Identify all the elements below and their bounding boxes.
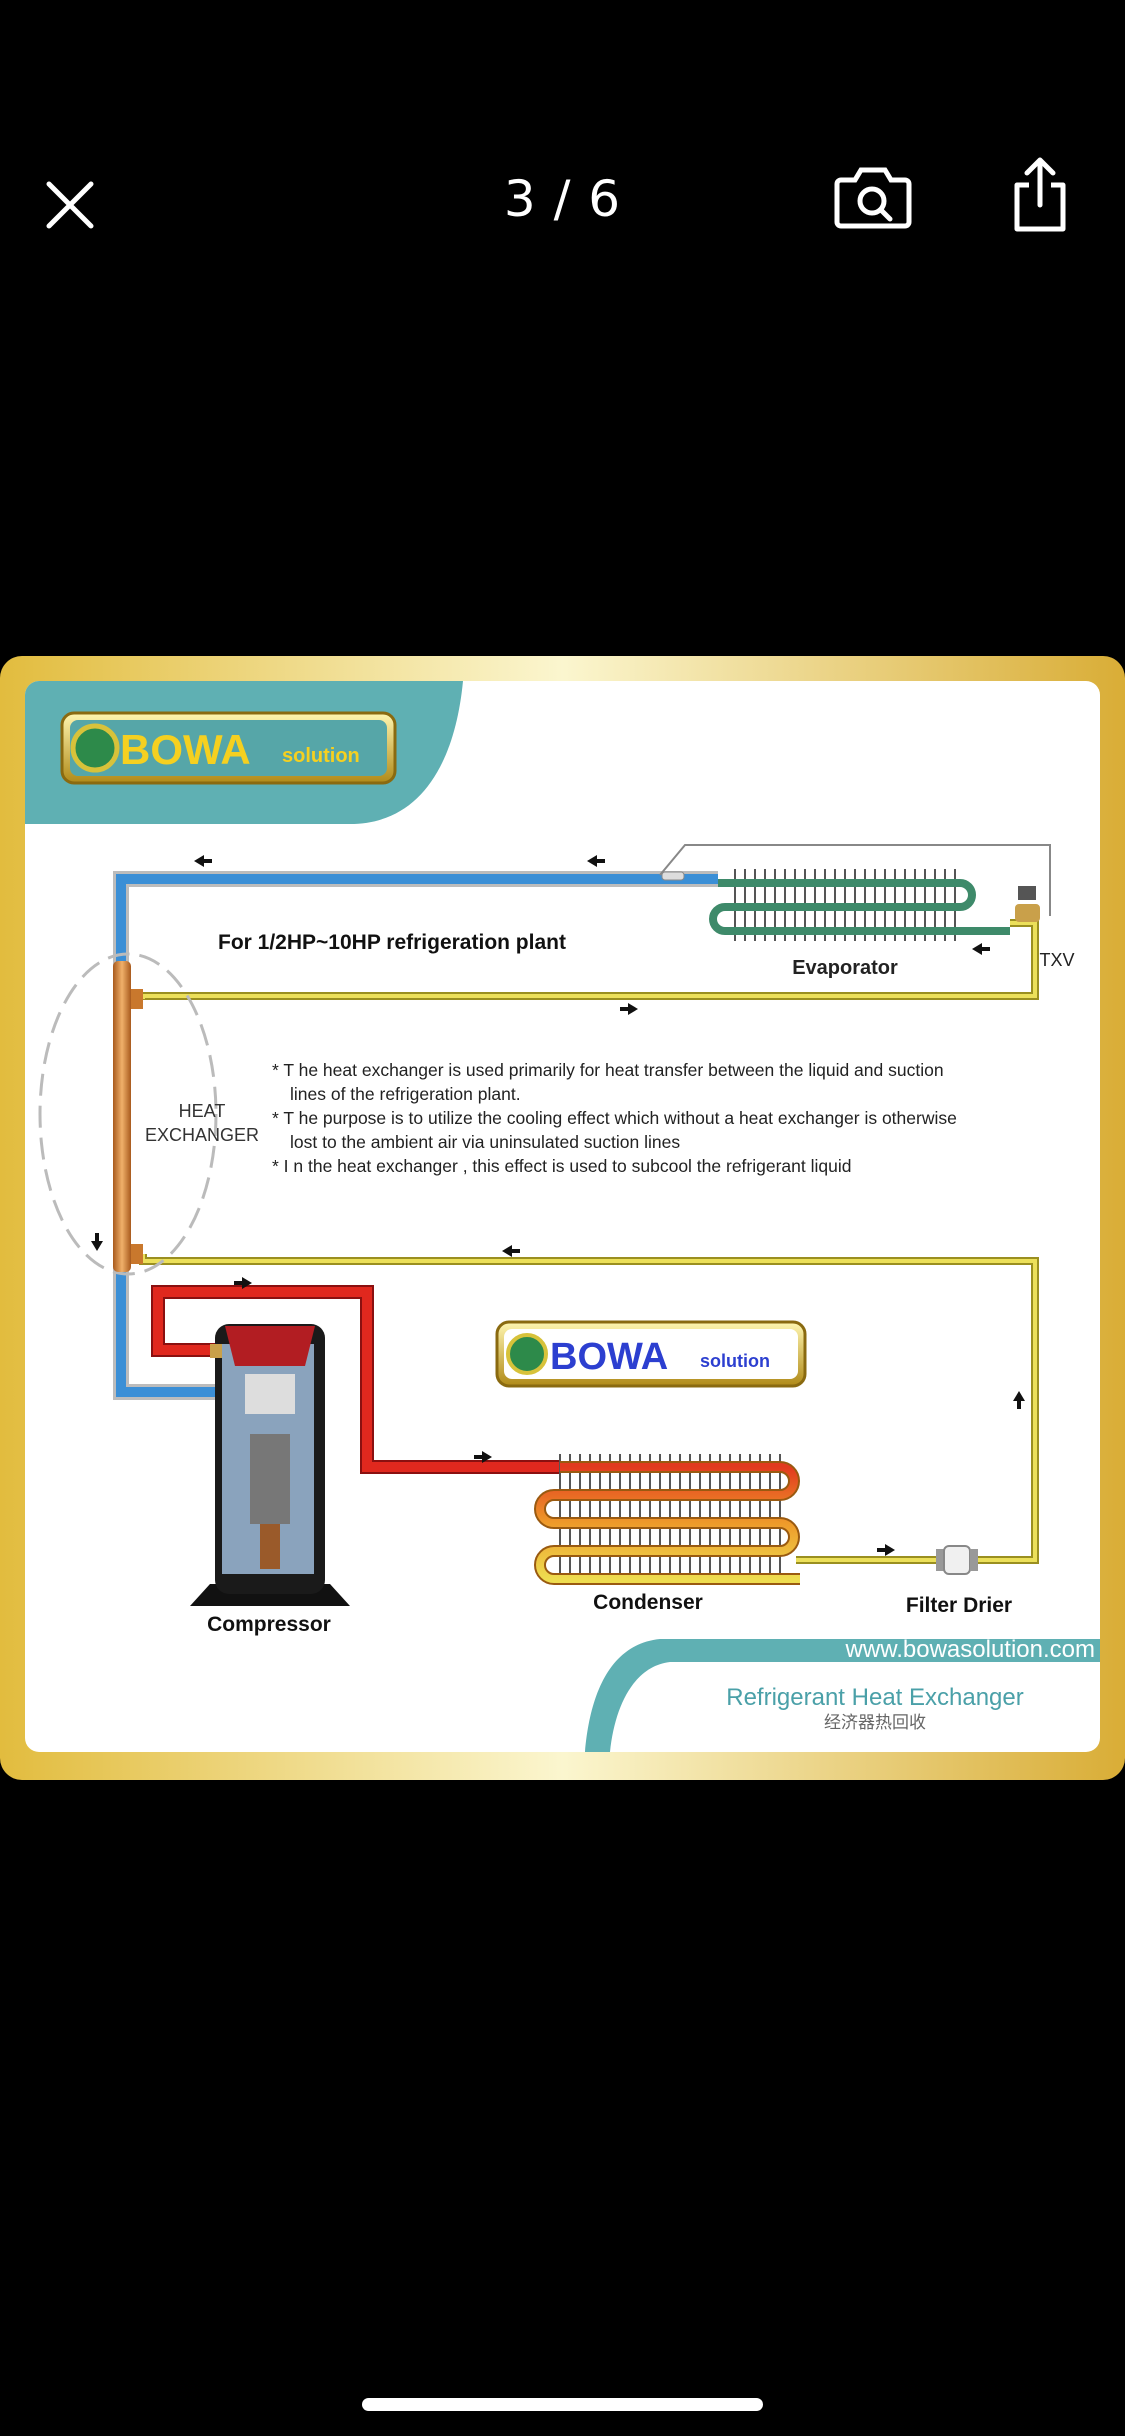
heat-exchanger	[113, 961, 131, 1272]
footer-title: Refrigerant Heat Exchanger	[726, 1684, 1024, 1711]
svg-text:* I n the heat exchanger ,: * I n the heat exchanger , this effect i…	[272, 1156, 851, 1176]
arrow-left-icon	[502, 1245, 520, 1257]
arrow-left-icon	[972, 943, 990, 955]
condenser	[534, 1454, 800, 1585]
flow-arrow-icons	[91, 855, 1025, 1556]
evaporator-label: Evaporator	[792, 957, 898, 979]
svg-text:lines of the refrigeration pla: lines of the refrigeration plant.	[290, 1084, 521, 1104]
heat-exchanger-label-2: EXCHANGER	[145, 1125, 259, 1145]
filter-drier-label: Filter Drier	[906, 1594, 1012, 1617]
bowa-logo-middle: BOWA solution	[495, 1320, 807, 1388]
svg-text:* T he heat exchanger is used: * T he heat exchanger is used primarily …	[272, 1060, 944, 1080]
svg-text:solution: solution	[282, 745, 360, 767]
home-indicator[interactable]	[362, 2398, 763, 2411]
refrigeration-diagram-photo[interactable]: BOWA solution Evaporator TXV For 1/2HP~1…	[0, 654, 1125, 1780]
svg-text:BOWA: BOWA	[120, 726, 251, 773]
heat-exchanger-label-1: HEAT	[179, 1101, 226, 1121]
share-button[interactable]	[1005, 155, 1075, 235]
camera-icon	[834, 167, 912, 229]
evaporator	[659, 844, 1051, 941]
arrow-right-icon	[877, 1544, 895, 1556]
notes: * T he heat exchanger is used primarily …	[272, 1060, 957, 1176]
heat-exchanger-highlight	[38, 952, 218, 1276]
svg-text:* T he purpose is to utilize t: * T he purpose is to utilize the cooling…	[272, 1108, 957, 1128]
close-icon	[46, 181, 94, 229]
filter-drier	[936, 1545, 978, 1575]
svg-text:BOWA: BOWA	[550, 1336, 668, 1378]
close-button[interactable]	[40, 175, 100, 235]
arrow-down-icon	[91, 1233, 103, 1251]
compressor-label: Compressor	[207, 1613, 331, 1636]
footer-subtitle: 经济器热回收	[824, 1713, 926, 1732]
arrow-right-icon	[620, 1003, 638, 1015]
arrow-up-icon	[1013, 1391, 1025, 1409]
compressor	[190, 1324, 350, 1606]
svg-text:lost to the ambient air via un: lost to the ambient air via uninsulated …	[290, 1132, 680, 1152]
logo-emblem-icon	[506, 1333, 548, 1375]
arrow-left-icon	[587, 855, 605, 867]
svg-text:solution: solution	[700, 1351, 770, 1371]
headline: For 1/2HP~10HP refrigeration plant	[218, 931, 566, 954]
txv-label: TXV	[1039, 950, 1074, 970]
visual-lookup-button[interactable]	[830, 160, 916, 236]
arrow-right-icon	[234, 1277, 252, 1289]
arrow-left-icon	[194, 855, 212, 867]
arrow-right-icon	[474, 1451, 492, 1463]
share-icon	[1014, 157, 1066, 232]
bowa-logo-top: BOWA solution	[60, 711, 397, 785]
logo-emblem-icon	[70, 723, 120, 773]
white-panel	[25, 681, 1100, 1752]
photo-counter: 3 / 6	[503, 170, 622, 228]
condenser-label: Condenser	[593, 1591, 703, 1614]
website-url: www.bowasolution.com	[845, 1636, 1095, 1663]
